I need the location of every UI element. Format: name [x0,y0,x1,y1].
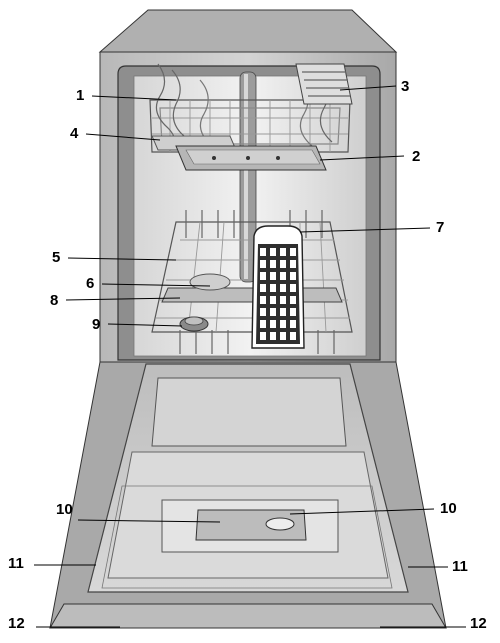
cutlery-basket [251,225,305,349]
callout-7: 7 [436,219,444,236]
callout-10-left: 10 [56,501,73,518]
callout-labels: 1 2 3 4 5 6 7 8 9 10 10 11 11 12 12 [8,78,487,632]
leader-lines [34,85,466,628]
callout-1: 1 [76,87,84,104]
callout-2: 2 [412,148,420,165]
callout-6: 6 [86,275,94,292]
detergent-dispenser-lid [195,509,307,541]
callout-11-left: 11 [8,555,24,572]
rinse-aid-cap [265,517,295,531]
callout-11-right: 11 [452,558,468,575]
salt-container [189,273,231,291]
callout-9: 9 [92,316,100,333]
door-bottom-strip [49,603,447,629]
top-panel [98,9,398,53]
callout-8: 8 [50,292,58,309]
callout-3: 3 [401,78,409,95]
upper-cutlery-tray [295,63,353,105]
callout-12-left: 12 [8,615,25,632]
callout-5: 5 [52,249,60,266]
callout-10-right: 10 [440,500,457,517]
filter-assembly [179,316,209,332]
callout-12-right: 12 [470,615,487,632]
open-door [49,361,447,629]
upper-spray-arm [175,145,327,171]
lower-spray-arm [161,287,343,303]
callout-4: 4 [70,125,79,142]
